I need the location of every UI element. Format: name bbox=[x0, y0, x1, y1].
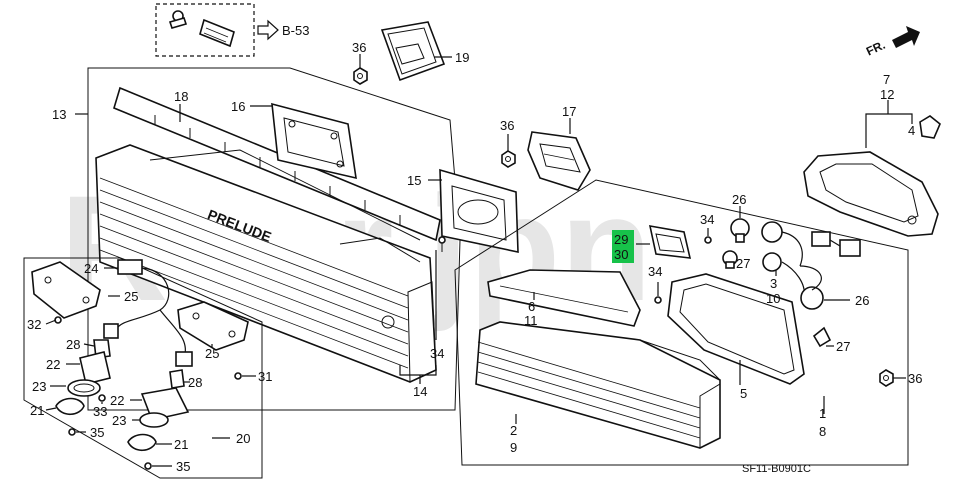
callout-30: 30 bbox=[614, 247, 628, 262]
callout-31: 31 bbox=[258, 369, 272, 384]
highlight-29-30 bbox=[612, 230, 634, 263]
callout-29: 29 bbox=[614, 232, 628, 247]
part-29-30-bulb-socket[interactable] bbox=[648, 225, 692, 259]
callout-35-right: 35 bbox=[176, 459, 190, 474]
part-19-cover[interactable] bbox=[380, 21, 446, 82]
callout-6: 6 bbox=[528, 299, 535, 314]
part-16-gasket[interactable] bbox=[271, 102, 357, 180]
callout-5: 5 bbox=[740, 386, 747, 401]
screw-34-garnish[interactable] bbox=[438, 236, 446, 252]
screw-34-lens[interactable] bbox=[654, 296, 662, 304]
callout-3: 3 bbox=[770, 276, 777, 291]
part-7-12-side-lamp[interactable] bbox=[803, 151, 939, 237]
taillight-group-outline bbox=[454, 179, 909, 466]
front-direction-arrow: FR. bbox=[864, 26, 920, 59]
callout-8: 8 bbox=[819, 424, 826, 439]
holder-22-right[interactable] bbox=[140, 387, 190, 421]
callout-34-garnish: 34 bbox=[430, 346, 444, 361]
nut-36-top[interactable] bbox=[353, 67, 368, 85]
bracket-25-left[interactable] bbox=[31, 261, 101, 319]
callout-28-right: 28 bbox=[188, 375, 202, 390]
callout-35-left: 35 bbox=[90, 425, 104, 440]
part-5-housing-gasket[interactable] bbox=[667, 273, 805, 385]
callout-34-lens: 34 bbox=[648, 264, 662, 279]
callout-36-center: 36 bbox=[500, 118, 514, 133]
callout-18: 18 bbox=[174, 89, 188, 104]
callout-17: 17 bbox=[562, 104, 576, 119]
callout-36-top: 36 bbox=[352, 40, 366, 55]
gasket-23-right[interactable] bbox=[139, 412, 169, 428]
callout-33: 33 bbox=[93, 404, 107, 419]
callout-4: 4 bbox=[908, 123, 915, 138]
callout-20: 20 bbox=[236, 431, 250, 446]
callout-16: 16 bbox=[231, 99, 245, 114]
main-taillight-lens[interactable] bbox=[475, 321, 721, 449]
diagram-code: SF11-B0901C bbox=[742, 463, 811, 475]
bulb-26-top[interactable] bbox=[730, 218, 750, 243]
callout-21-left: 21 bbox=[30, 403, 44, 418]
callout-14: 14 bbox=[413, 384, 427, 399]
callout-9: 9 bbox=[510, 440, 517, 455]
callout-27-bottom: 27 bbox=[836, 339, 850, 354]
callout-10: 10 bbox=[766, 291, 780, 306]
callout-15: 15 bbox=[407, 173, 421, 188]
callout-12: 12 bbox=[880, 87, 894, 102]
screw-33[interactable] bbox=[98, 394, 106, 402]
callout-26-bottom: 26 bbox=[855, 293, 869, 308]
callout-19: 19 bbox=[455, 50, 469, 65]
callout-28-left: 28 bbox=[66, 337, 80, 352]
screw-35-left[interactable] bbox=[68, 428, 76, 436]
bulb-27-bottom[interactable] bbox=[812, 326, 832, 348]
callout-24: 24 bbox=[84, 261, 98, 276]
callout-21-right: 21 bbox=[174, 437, 188, 452]
lens-21-left[interactable] bbox=[55, 397, 85, 416]
harness-24[interactable] bbox=[103, 259, 193, 367]
screw-35-right[interactable] bbox=[144, 462, 152, 470]
license-lamp-group-outline bbox=[23, 257, 263, 479]
callout-13: 13 bbox=[52, 107, 66, 122]
callout-34-socket: 34 bbox=[700, 212, 714, 227]
clip-31[interactable] bbox=[234, 372, 242, 380]
callout-22-left: 22 bbox=[46, 357, 60, 372]
callout-25-right: 25 bbox=[205, 346, 219, 361]
screw-34-socket[interactable] bbox=[704, 236, 712, 244]
bulb-socket-inset[interactable] bbox=[155, 3, 255, 57]
gasket-23-left[interactable] bbox=[67, 379, 101, 397]
callout-23-left: 23 bbox=[32, 379, 46, 394]
fr-label: FR. bbox=[864, 38, 887, 59]
callout-26-top: 26 bbox=[732, 192, 746, 207]
bulb-27-top[interactable] bbox=[722, 250, 738, 269]
part-15-gasket[interactable] bbox=[439, 168, 519, 253]
callout-36-right: 36 bbox=[908, 371, 922, 386]
callout-22-right: 22 bbox=[110, 393, 124, 408]
nut-36-right[interactable] bbox=[879, 369, 894, 387]
part-4-clip[interactable] bbox=[919, 115, 941, 139]
bracket-25-right[interactable] bbox=[177, 301, 249, 351]
callout-25-left: 25 bbox=[124, 289, 138, 304]
harness-3-10[interactable] bbox=[761, 221, 861, 310]
part-6-11-reflector-panel[interactable] bbox=[487, 269, 641, 327]
reference-label: B-53 bbox=[282, 23, 309, 38]
callout-27-top: 27 bbox=[736, 256, 750, 271]
socket-28-right[interactable] bbox=[169, 369, 185, 389]
callout-2: 2 bbox=[510, 423, 517, 438]
callout-7: 7 bbox=[883, 72, 890, 87]
callout-32: 32 bbox=[27, 317, 41, 332]
nut-36-center[interactable] bbox=[501, 150, 516, 168]
callout-23-right: 23 bbox=[112, 413, 126, 428]
part-17-socket-cover[interactable] bbox=[527, 131, 591, 191]
lens-21-right[interactable] bbox=[127, 433, 157, 452]
holder-22-left[interactable] bbox=[79, 351, 111, 385]
callout-11: 11 bbox=[524, 313, 538, 328]
part-18-molding-strip[interactable] bbox=[113, 86, 441, 242]
reference-arrow: B-53 bbox=[257, 19, 309, 41]
rear-license-garnish-panel[interactable] bbox=[95, 144, 437, 383]
callout-1: 1 bbox=[819, 406, 826, 421]
